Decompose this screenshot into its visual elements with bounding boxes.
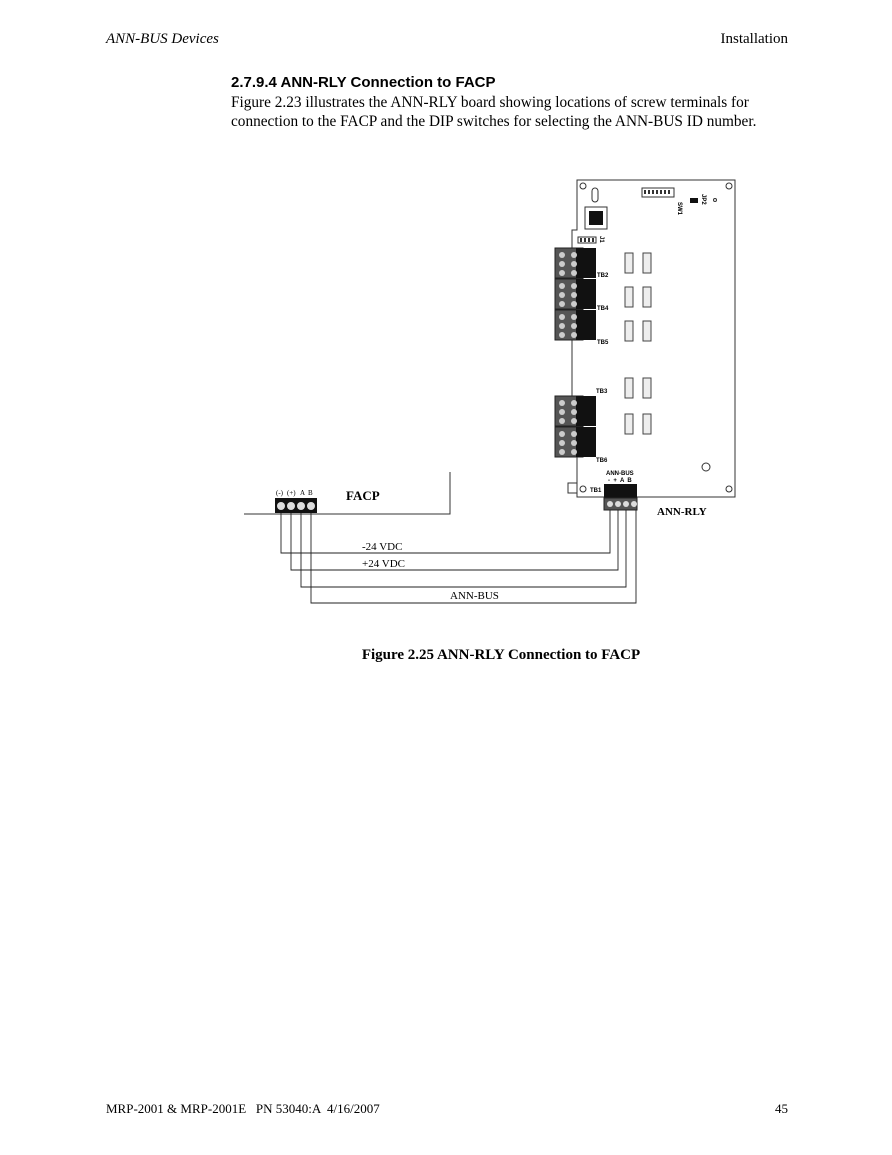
footer-page-number: 45 bbox=[775, 1101, 788, 1116]
wire-neg-24vdc bbox=[280, 510, 611, 554]
terminal-tb5 bbox=[554, 309, 596, 341]
marking-tb1-pins: - + A B bbox=[608, 478, 632, 484]
terminal-tb6 bbox=[554, 426, 596, 458]
terminal-tb1-header bbox=[604, 484, 637, 498]
facp-terminal bbox=[275, 498, 317, 513]
marking-annbus: ANN-BUS bbox=[606, 471, 634, 477]
terminal-tb3 bbox=[554, 395, 596, 427]
connector-j1 bbox=[577, 236, 597, 244]
section-body: Figure 2.23 illustrates the ANN-RLY boar… bbox=[231, 94, 757, 130]
wire-pos-24vdc bbox=[290, 510, 619, 571]
facp-label: FACP bbox=[346, 488, 380, 503]
marking-j1: J1 bbox=[598, 236, 604, 243]
wire-label-pos: +24 VDC bbox=[362, 558, 405, 570]
board-slot bbox=[591, 187, 599, 203]
small-dot bbox=[713, 198, 717, 202]
dip-switch-toggles bbox=[644, 190, 670, 194]
marking-tb3: TB3 bbox=[596, 389, 608, 395]
marking-jp2: JP2 bbox=[700, 194, 706, 205]
wire-label-neg: -24 VDC bbox=[362, 541, 402, 553]
facp-terminal-label-b: B bbox=[308, 489, 313, 497]
wire-label-bus: ANN-BUS bbox=[450, 590, 499, 602]
marking-tb5: TB5 bbox=[597, 340, 609, 346]
figure-caption: Figure 2.25 ANN-RLY Connection to FACP bbox=[361, 647, 641, 663]
marking-tb2: TB2 bbox=[597, 273, 609, 279]
facp-terminal-label-pos: (+) bbox=[287, 489, 296, 497]
section-title: 2.7.9.4 ANN-RLY Connection to FACP bbox=[231, 74, 496, 91]
mount-hole bbox=[579, 485, 587, 493]
marking-tb1: TB1 bbox=[590, 488, 602, 494]
jumper-jp2 bbox=[690, 198, 698, 203]
marking-tb6: TB6 bbox=[596, 458, 608, 464]
facp-outline bbox=[244, 472, 451, 515]
mount-hole bbox=[579, 182, 587, 190]
terminal-tb2 bbox=[554, 247, 596, 279]
running-header-right: Installation bbox=[720, 31, 789, 47]
marking-sw1: SW1 bbox=[676, 202, 682, 216]
board-label: ANN-RLY bbox=[657, 506, 707, 518]
running-header-left: ANN-BUS Devices bbox=[106, 31, 219, 47]
board-notch bbox=[567, 482, 578, 494]
marking-tb4: TB4 bbox=[597, 306, 609, 312]
terminal-tb4 bbox=[554, 278, 596, 310]
facp-terminal-label-neg: (-) bbox=[276, 489, 284, 497]
mount-hole bbox=[725, 485, 733, 493]
mount-hole bbox=[701, 462, 711, 472]
relays bbox=[624, 252, 652, 435]
footer-document-id: MRP-2001 & MRP-2001E PN 53040:A 4/16/200… bbox=[106, 1101, 380, 1116]
wire-ann-bus-b bbox=[310, 510, 637, 604]
wire-ann-bus-a bbox=[300, 510, 627, 588]
facp-terminal-label-a: A bbox=[300, 489, 305, 497]
mount-hole bbox=[725, 182, 733, 190]
